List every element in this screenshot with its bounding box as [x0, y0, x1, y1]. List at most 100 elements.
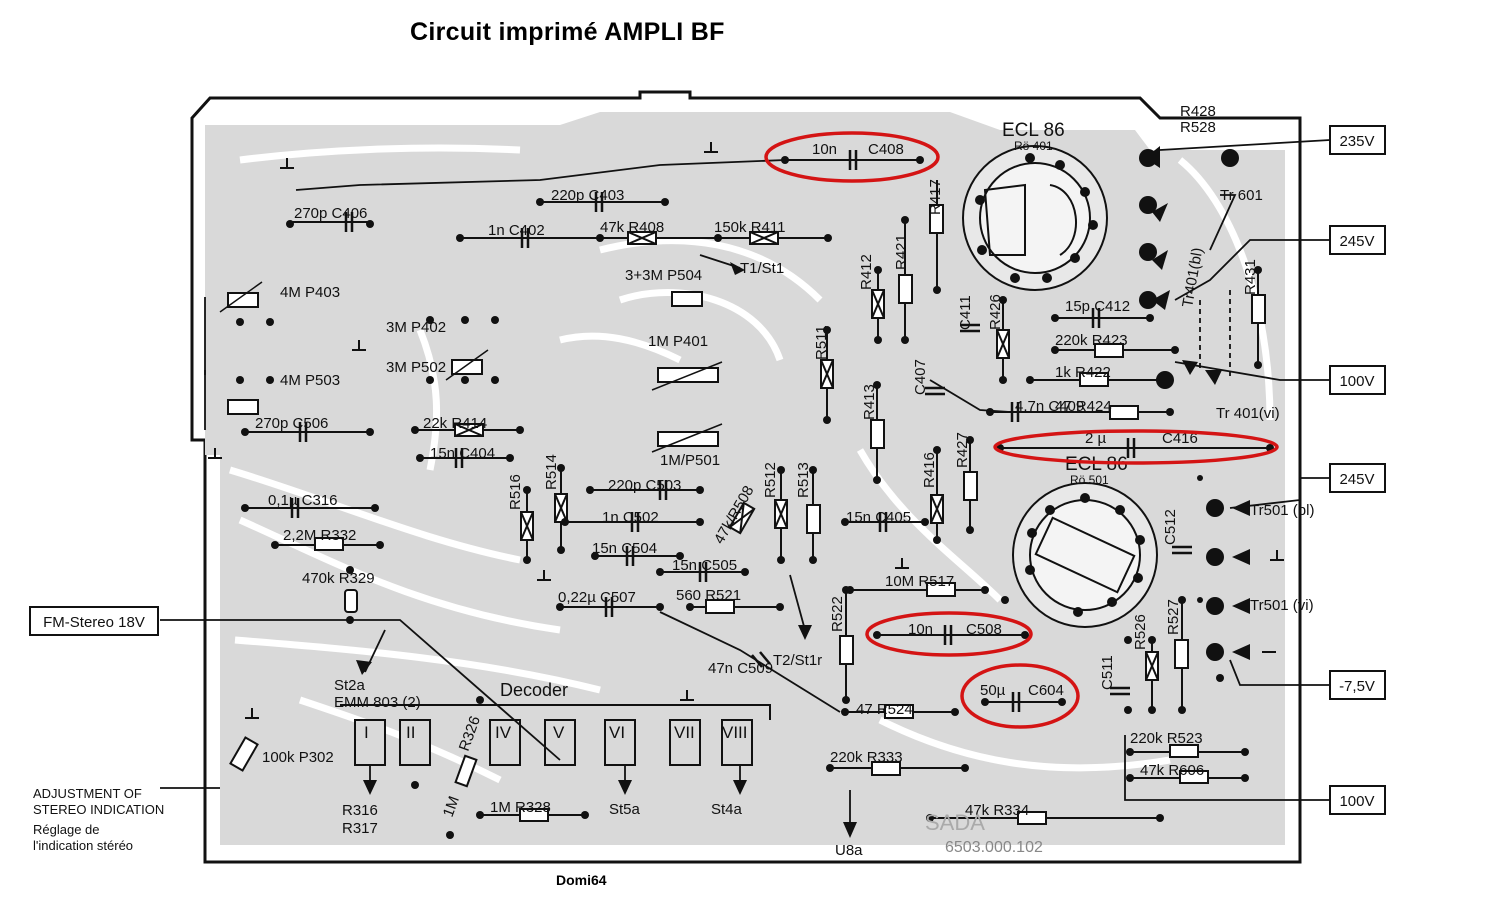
- c604-value: 50µ: [980, 682, 1006, 699]
- c604-ref: C604: [1028, 682, 1064, 699]
- label-r426: R426: [987, 294, 1004, 330]
- connector-100v-bottom: 100V: [1329, 785, 1386, 815]
- svg-text:-7,5V: -7,5V: [1339, 678, 1375, 695]
- connector-100v-top: 100V: [1329, 365, 1386, 395]
- connector-fm-stereo: FM-Stereo 18V: [29, 606, 159, 636]
- page-title: Circuit imprimé AMPLI BF: [410, 18, 725, 46]
- label-c405: 15n C405: [846, 509, 911, 526]
- numeral-v: V: [553, 723, 565, 742]
- label-tr401vi: Tr 401(vi): [1216, 405, 1280, 422]
- label-c407: C407: [912, 359, 929, 395]
- label-p502: 3M P502: [386, 359, 446, 376]
- connector-minus-7-5v: -7,5V: [1329, 670, 1386, 700]
- c416-ref: C416: [1162, 430, 1198, 447]
- svg-text:100V: 100V: [1339, 373, 1374, 390]
- highlight-c416: 2 µ C416: [993, 429, 1279, 465]
- highlight-c508: 10n C508: [865, 611, 1033, 657]
- ground-symbols: [208, 142, 1284, 719]
- label-c412: 15p C412: [1065, 298, 1130, 315]
- label-c409: 4,7n C409: [1015, 398, 1084, 415]
- c508-ref: C508: [966, 621, 1002, 638]
- label-tr501bl: Tr501 (bl): [1250, 502, 1314, 519]
- label-p501: 1M/P501: [660, 452, 720, 469]
- label-r411: 150k R411: [714, 219, 785, 236]
- svg-text:235V: 235V: [1339, 133, 1374, 150]
- label-c509: 47n C509: [708, 660, 773, 677]
- connector-245v-top: 245V: [1329, 225, 1386, 255]
- numeral-vi: VI: [609, 723, 625, 742]
- label-r414: 22k R414: [423, 415, 487, 432]
- adjust-en-line1: ADJUSTMENT OF: [33, 786, 142, 801]
- label-r424: 47 R424: [1055, 398, 1112, 415]
- label-c506: 270p C506: [255, 415, 328, 432]
- label-tr601: Tr 601: [1220, 187, 1263, 204]
- tube-ref-top: Rö 401: [1014, 139, 1053, 153]
- label-c404: 15n C404: [430, 445, 495, 462]
- label-r526: R526: [1132, 614, 1149, 650]
- c508-value: 10n: [908, 621, 933, 638]
- svg-text:FM-Stereo 18V: FM-Stereo 18V: [43, 614, 145, 631]
- adjust-fr-line2: l'indication stéréo: [33, 838, 133, 853]
- label-r328: 1M R328: [490, 799, 551, 816]
- connector-235v: 235V: [1329, 125, 1386, 155]
- label-r416: R416: [921, 452, 938, 488]
- numeral-viii: VIII: [722, 723, 748, 742]
- label-r524: 47 R524: [856, 701, 913, 718]
- label-r413: R413: [861, 384, 878, 420]
- label-r422: 1k R422: [1055, 364, 1111, 381]
- tube-socket-top: [962, 145, 1108, 291]
- label-r412: R412: [858, 254, 875, 290]
- adjustment-note: ADJUSTMENT OF STEREO INDICATION Réglage …: [33, 786, 164, 853]
- tube-label-bottom: ECL 86: [1065, 454, 1128, 475]
- tube-socket-bottom: [1012, 482, 1158, 628]
- numeral-vii: VII: [674, 723, 695, 742]
- label-r334: 47k R334: [965, 802, 1029, 819]
- label-r606: 47k R606: [1140, 762, 1204, 779]
- label-r431: R431: [1242, 259, 1259, 295]
- label-st4a: St4a: [711, 801, 743, 818]
- svg-text:245V: 245V: [1339, 233, 1374, 250]
- c416-value: 2 µ: [1085, 430, 1107, 447]
- label-r528: R528: [1180, 119, 1216, 136]
- numeral-iv: IV: [495, 723, 512, 742]
- crossed-resistors: [454, 231, 1159, 681]
- label-r329a: 470k R329: [302, 570, 375, 587]
- label-r514: R514: [543, 454, 560, 490]
- label-r408: 47k R408: [600, 219, 664, 236]
- label-t2: T2/St1r: [773, 652, 822, 669]
- component-labels: 270p C406 220p C403 1n C402 47k R408 150…: [255, 103, 1314, 859]
- label-r523: 220k R523: [1130, 730, 1203, 747]
- label-c505: 15n C505: [672, 557, 737, 574]
- label-r527: R527: [1165, 599, 1182, 635]
- tube-label-top: ECL 86: [1002, 120, 1065, 141]
- credit-label: Domi64: [556, 872, 607, 888]
- label-st5a: St5a: [609, 801, 641, 818]
- highlight-c408: 10n C408: [764, 131, 940, 183]
- label-st2a: St2a: [334, 677, 366, 694]
- label-c504: 15n C504: [592, 540, 657, 557]
- leader-lines: [160, 139, 1331, 830]
- label-c502: 1n C502: [602, 509, 659, 526]
- capacitors: [290, 150, 1192, 712]
- numeral-ii: II: [406, 723, 415, 742]
- label-c403: 220p C403: [551, 187, 624, 204]
- label-c406: 270p C406: [294, 205, 367, 222]
- decoder-strip: [340, 704, 771, 766]
- label-r421: R421: [893, 234, 910, 270]
- label-r333: 220k R333: [830, 749, 903, 766]
- label-r516: R516: [507, 474, 524, 510]
- solder-pads: [236, 149, 1274, 839]
- svg-text:245V: 245V: [1339, 471, 1374, 488]
- label-r423: 220k R423: [1055, 332, 1128, 349]
- label-r512: R512: [762, 462, 779, 498]
- resistors: [314, 204, 1266, 825]
- label-r522: R522: [829, 596, 846, 632]
- track-gaps: [228, 144, 1274, 784]
- label-c316: 0,1µ C316: [268, 492, 338, 509]
- label-c402: 1n C402: [488, 222, 545, 239]
- label-u8a: U8a: [835, 842, 863, 859]
- potentiometers: [219, 281, 723, 772]
- adjust-fr-line1: Réglage de: [33, 822, 100, 837]
